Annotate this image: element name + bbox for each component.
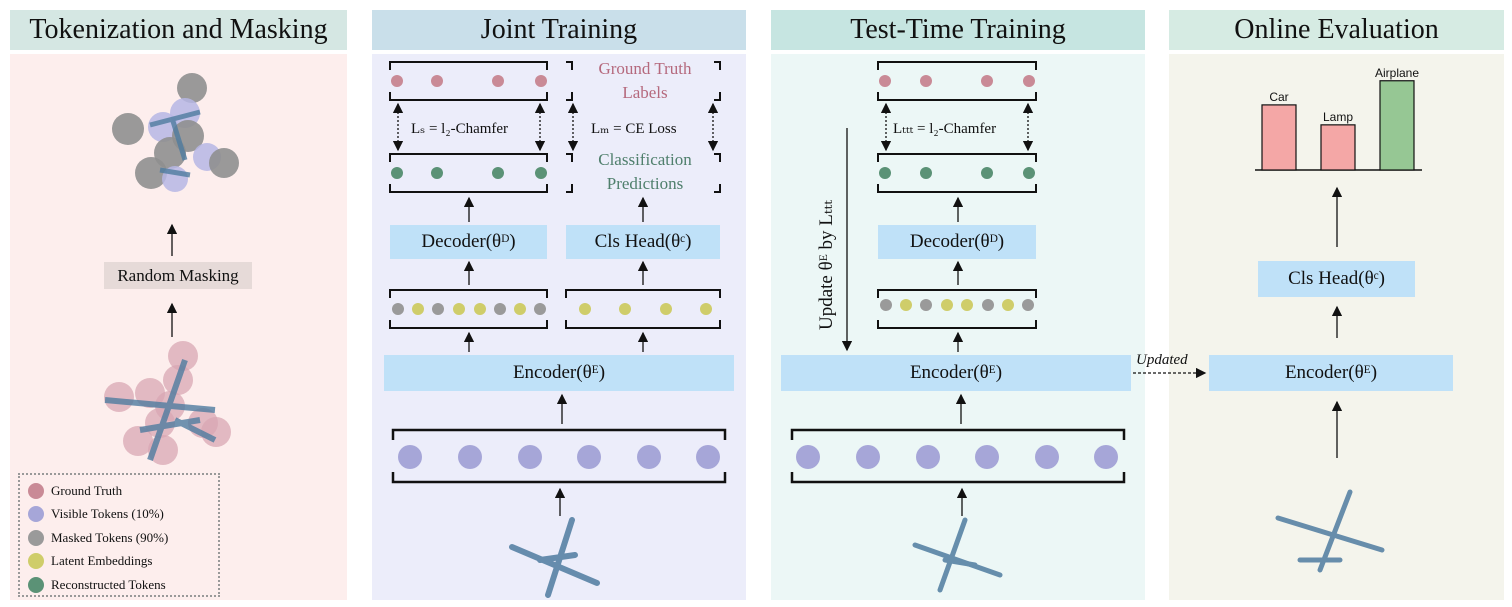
ttt-latent-row <box>877 289 1037 329</box>
decoder-box: Decoder(θᴰ) <box>878 225 1036 259</box>
ground-truth-point-cloud <box>104 341 231 465</box>
updated-label: Updated <box>1136 352 1188 368</box>
encoder-box: Encoder(θᴱ) <box>781 355 1131 391</box>
class-score-bar <box>1379 80 1415 171</box>
panel-title: Joint Training <box>372 10 746 50</box>
cls-head-box: Cls Head(θᶜ) <box>1258 261 1415 297</box>
cls-predictions-line: Predictions <box>606 174 684 193</box>
cls-head-box: Cls Head(θᶜ) <box>566 225 720 259</box>
loss-m-label: Lₘ = CE Loss <box>591 121 677 137</box>
decoder-box: Decoder(θᴰ) <box>390 225 547 259</box>
legend-swatch <box>28 483 44 499</box>
legend-swatch <box>28 530 44 546</box>
ttt-input-point-cloud <box>912 517 1003 593</box>
panel-title: Online Evaluation <box>1169 10 1504 50</box>
encoder-box: Encoder(θᴱ) <box>1209 355 1453 391</box>
encoder-box: Encoder(θᴱ) <box>384 355 734 391</box>
legend-swatch <box>28 553 44 569</box>
legend-item: Masked Tokens (90%) <box>28 528 168 548</box>
class-score-bar <box>1320 124 1356 171</box>
bar-label: Airplane <box>1374 65 1420 80</box>
joint-visible-token-row <box>391 428 727 484</box>
gt-labels-line: Labels <box>622 83 668 102</box>
joint-gt-row <box>389 61 548 101</box>
legend-item: Reconstructed Tokens <box>28 575 166 595</box>
legend-item: Ground Truth <box>28 481 122 501</box>
panel-title: Tokenization and Masking <box>10 10 347 50</box>
legend-item: Latent Embeddings <box>28 551 152 571</box>
class-score-bar <box>1261 104 1297 171</box>
legend-swatch <box>28 506 44 522</box>
loss-s-label: Lₛ = l₂-Chamfer <box>411 121 509 137</box>
legend-swatch <box>28 577 44 593</box>
masked-point-cloud <box>112 73 239 192</box>
gt-labels-text: Ground Truth Labels <box>575 57 715 105</box>
legend: Ground Truth Visible Tokens (10%) Masked… <box>18 473 220 597</box>
legend-label: Latent Embeddings <box>51 553 153 568</box>
panel-title: Test-Time Training <box>771 10 1145 50</box>
joint-input-point-cloud <box>509 517 600 598</box>
loss-ttt-label: Lₜₜₜ = l₂-Chamfer <box>893 121 997 137</box>
ttt-visible-token-row <box>790 428 1126 484</box>
cls-predictions-line: Classification <box>598 150 692 169</box>
joint-cls-latent-row <box>565 289 721 329</box>
bar-label: Lamp <box>1322 109 1354 124</box>
ttt-gt-row <box>877 61 1037 101</box>
class-score-chart <box>1255 80 1422 171</box>
bar-label: Car <box>1269 89 1289 104</box>
gt-labels-line: Ground Truth <box>598 59 692 78</box>
update-encoder-label: Update θᴱ by Lₜₜₜ <box>816 200 837 330</box>
cls-predictions-text: Classification Predictions <box>575 148 715 196</box>
ttt-recon-row <box>877 153 1037 193</box>
legend-label: Masked Tokens (90%) <box>51 530 169 545</box>
legend-label: Visible Tokens (10%) <box>51 506 164 521</box>
legend-item: Visible Tokens (10%) <box>28 504 164 524</box>
joint-latent-row <box>389 289 548 329</box>
legend-label: Reconstructed Tokens <box>51 577 166 592</box>
joint-recon-row <box>389 153 548 193</box>
legend-label: Ground Truth <box>51 483 123 498</box>
random-masking-label: Random Masking <box>104 262 252 289</box>
eval-input-point-cloud <box>1275 489 1385 573</box>
